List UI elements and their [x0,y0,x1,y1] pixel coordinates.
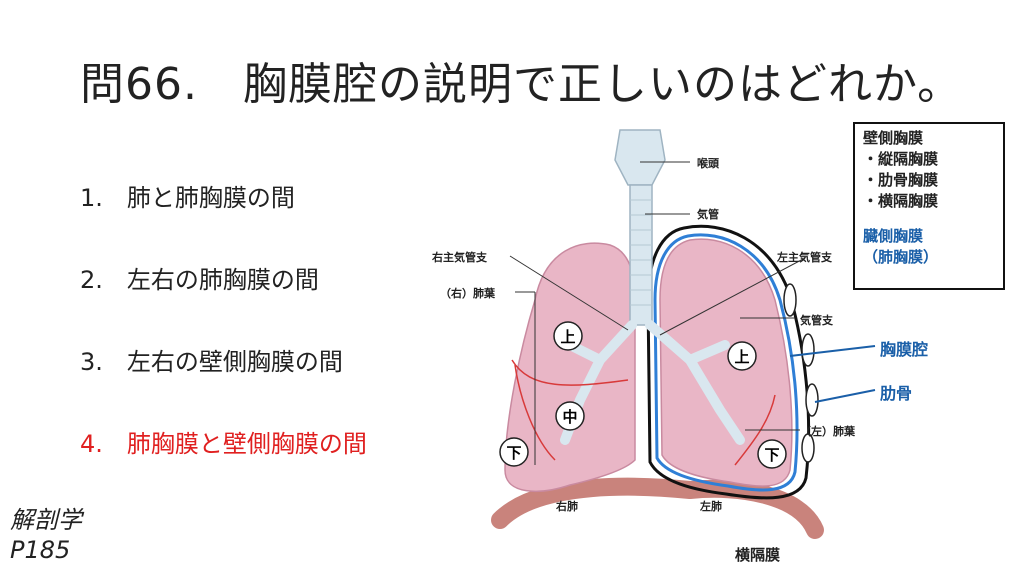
diaphragm-shape [491,477,824,539]
answer-options: 1. 肺と肺胸膜の間 2. 左右の肺胸膜の間 3. 左右の壁側胸膜の間 4. 肺… [80,178,367,506]
right-lower-lobe-circle [499,437,529,467]
parietal-item-diaphragmatic: ・横隔胸膜 [863,192,939,210]
label-trachea: 気管 [697,208,719,221]
pleura-info-box: 壁側胸膜 ・縦隔胸膜 ・肋骨胸膜 ・横隔胸膜 臓側胸膜 （肺胸膜） [853,122,1005,290]
right-oblique-fissure [514,364,556,461]
right-upper-lobe-text: 上 [560,328,575,346]
reference-page: P185 [10,536,71,564]
parietal-item-mediastinal: ・縦隔胸膜 [863,150,939,168]
larynx-shape [614,129,666,186]
option-4-correct[interactable]: 4. 肺胸膜と壁側胸膜の間 [80,430,367,458]
label-rib: 肋骨 [880,384,913,403]
label-left-lobe: （左）肺葉 [800,425,855,438]
right-lower-lobe-text: 下 [506,444,521,462]
option-2[interactable]: 2. 左右の肺胸膜の間 [80,266,319,294]
visceral-pleura-line [653,233,799,492]
bronchi-tree [560,320,745,445]
left-lung-shape [659,238,793,487]
label-larynx: 喉頭 [697,157,719,170]
option-3[interactable]: 3. 左右の壁側胸膜の間 [80,348,343,376]
label-bronchus: 気管支 [800,314,833,327]
label-left-lung: 左肺 [700,500,722,513]
visceral-pleura-sub: （肺胸膜） [863,248,939,266]
left-upper-lobe-text: 上 [734,348,749,366]
rib-4 [801,433,815,463]
right-middle-lobe-text: 中 [562,408,577,426]
label-left-main-bronchus: 左主気管支 [777,251,832,264]
label-right-lung: 右肺 [556,500,578,513]
label-diaphragm: 横隔膜 [735,546,781,564]
option-1[interactable]: 1. 肺と肺胸膜の間 [80,184,295,212]
reference-subject: 解剖学 [10,506,82,534]
parietal-pleura-title: 壁側胸膜 [863,129,924,147]
right-middle-lobe-circle [555,401,585,431]
parietal-item-costal: ・肋骨胸膜 [863,171,939,189]
rib-3 [805,383,819,417]
page-title: 問66. 胸膜腔の説明で正しいのはどれか。 [80,59,963,110]
visceral-pleura-title: 臓側胸膜 [863,227,924,245]
label-right-main-bronchus: 右主気管支 [432,251,487,264]
left-upper-lobe-circle [727,341,757,371]
rib-1 [783,283,797,317]
trachea-shape [629,184,653,326]
leader-lines [509,161,876,465]
rib-2 [801,333,815,367]
left-lower-lobe-circle [757,439,787,469]
trachea-rings [630,199,652,306]
right-fissure [511,359,629,386]
right-upper-lobe-circle [553,321,583,351]
label-right-lobe: （右）肺葉 [440,287,495,300]
label-pleural-cavity: 胸膜腔 [880,340,929,359]
left-lower-lobe-text: 下 [764,446,779,464]
